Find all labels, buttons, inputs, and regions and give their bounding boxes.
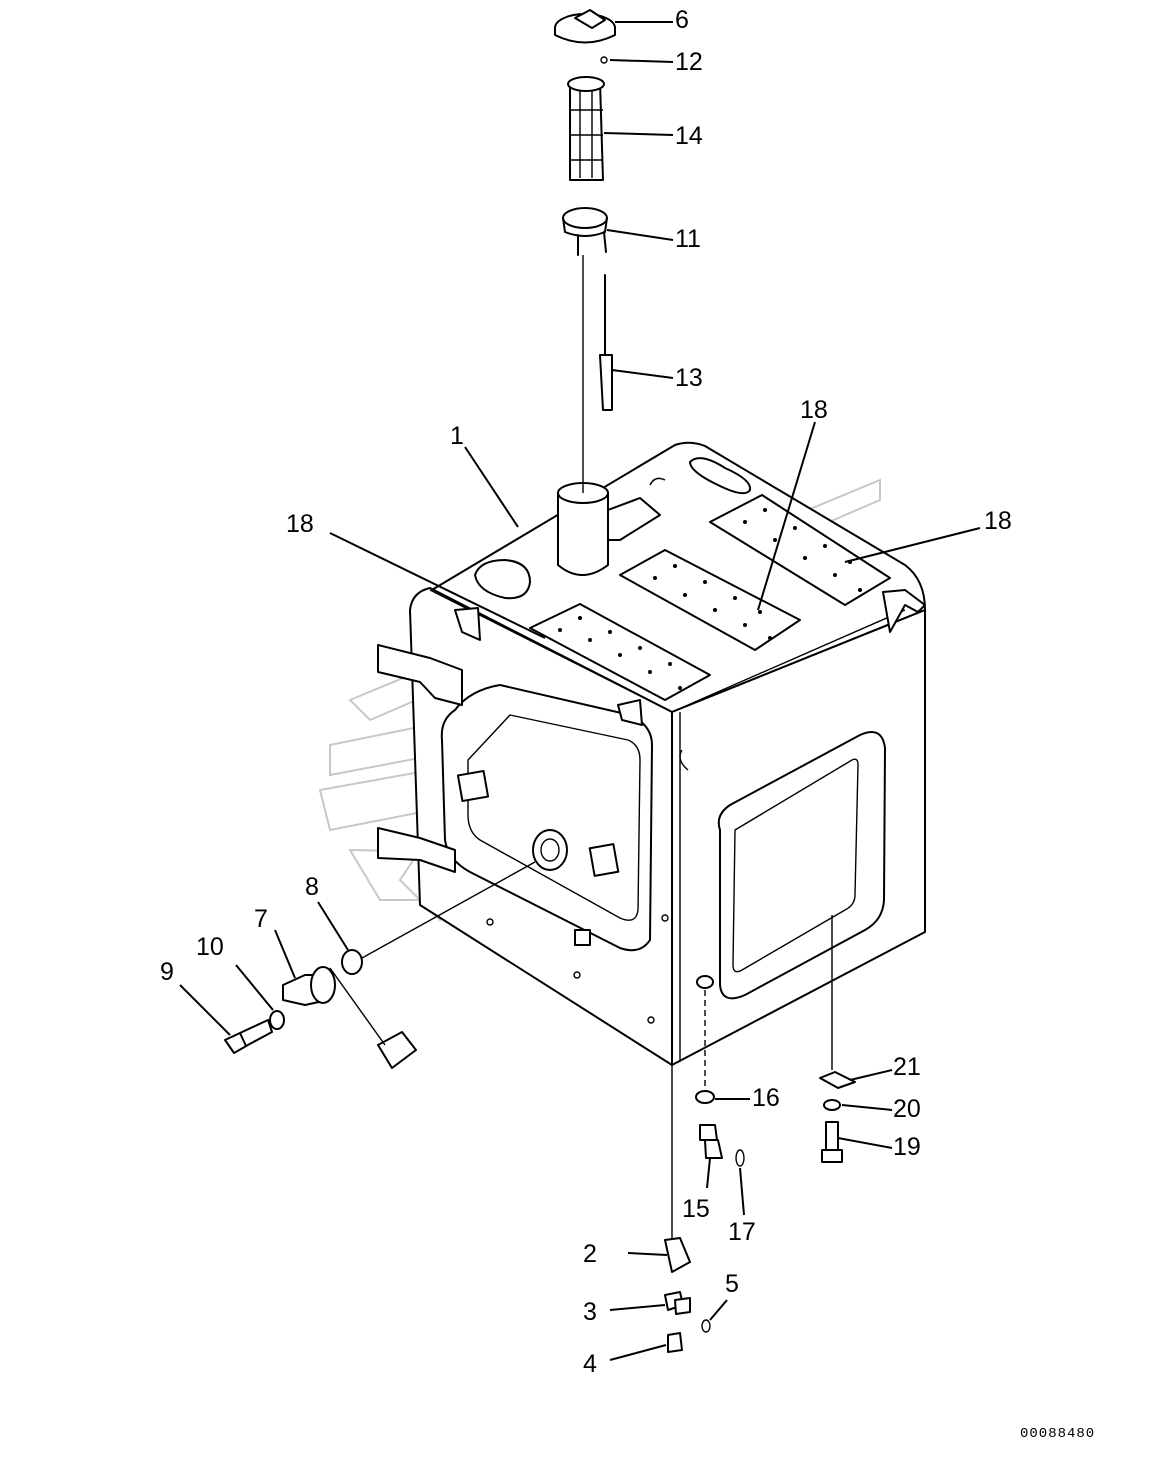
callout-1: 1 bbox=[450, 422, 464, 450]
callout-5: 5 bbox=[725, 1270, 739, 1298]
float-arm bbox=[329, 967, 386, 1046]
callout-12: 12 bbox=[675, 48, 703, 76]
callout-4: 4 bbox=[583, 1350, 597, 1378]
callout-13: 13 bbox=[675, 364, 703, 392]
oring-part-5 bbox=[701, 1319, 711, 1333]
hydraulic-tank bbox=[377, 441, 926, 1066]
callout-18-center: 18 bbox=[800, 396, 828, 424]
callout-21: 21 bbox=[893, 1053, 921, 1081]
plug-part-4 bbox=[667, 1332, 683, 1353]
callout-19: 19 bbox=[893, 1133, 921, 1161]
callout-16: 16 bbox=[752, 1084, 780, 1112]
callout-8: 8 bbox=[305, 873, 319, 901]
float-part-7 bbox=[377, 1031, 417, 1069]
callout-9: 9 bbox=[160, 958, 174, 986]
oring-part-16 bbox=[695, 1090, 715, 1104]
center-line-gauge bbox=[361, 861, 536, 959]
bolt-part-9 bbox=[224, 1019, 273, 1054]
oring-part-12 bbox=[600, 56, 608, 64]
document-number: 00088480 bbox=[1020, 1426, 1095, 1442]
dipstick-part-13 bbox=[599, 274, 613, 411]
washer-part-20 bbox=[823, 1099, 841, 1111]
callout-3: 3 bbox=[583, 1298, 597, 1326]
leader-lines bbox=[179, 21, 981, 1361]
clip-part-21 bbox=[819, 1071, 856, 1089]
oring-part-17 bbox=[735, 1149, 745, 1167]
callout-14: 14 bbox=[675, 122, 703, 150]
strainer-part-14 bbox=[567, 76, 605, 181]
elbow-part-15 bbox=[699, 1124, 723, 1159]
flange-part-11 bbox=[562, 207, 608, 256]
callout-18-right: 18 bbox=[984, 507, 1012, 535]
level-gauge-part-7 bbox=[282, 966, 336, 1006]
filler-cap-part-6 bbox=[554, 9, 616, 44]
elbow-part-3 bbox=[664, 1291, 691, 1315]
callouts: 1 2 3 4 5 6 7 8 9 10 11 12 13 14 15 16 1… bbox=[160, 6, 1012, 1378]
callout-2: 2 bbox=[583, 1240, 597, 1268]
oring-part-8 bbox=[341, 949, 363, 975]
callout-17: 17 bbox=[728, 1218, 756, 1246]
bolt-part-19 bbox=[821, 1121, 843, 1163]
callout-20: 20 bbox=[893, 1095, 921, 1123]
washer-part-10 bbox=[269, 1010, 285, 1030]
callout-6: 6 bbox=[675, 6, 689, 34]
callout-11: 11 bbox=[675, 225, 701, 253]
callout-15: 15 bbox=[682, 1195, 710, 1223]
callout-10: 10 bbox=[196, 933, 224, 961]
callout-7: 7 bbox=[254, 905, 268, 933]
callout-18-left: 18 bbox=[286, 510, 314, 538]
cock-part-2 bbox=[664, 1237, 691, 1273]
